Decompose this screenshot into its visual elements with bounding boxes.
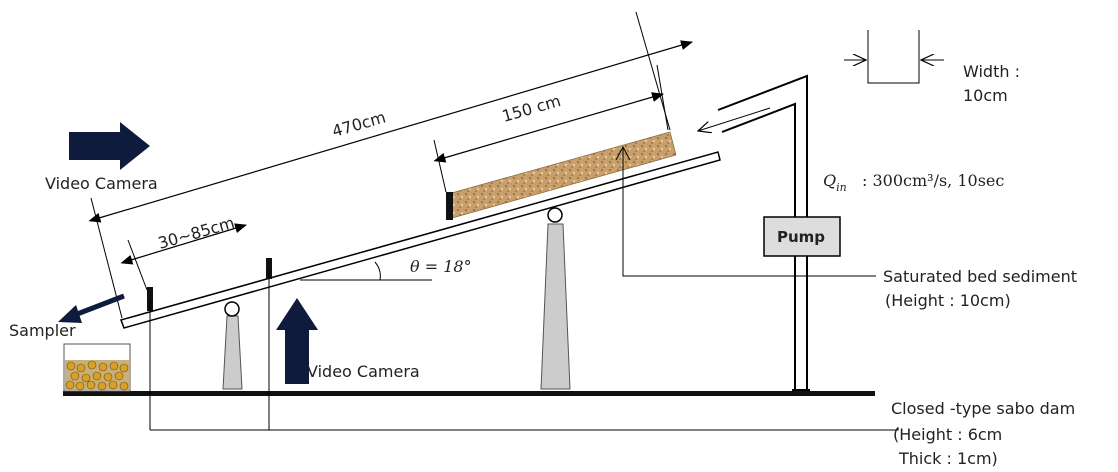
width-label-line2: 10cm: [963, 86, 1008, 105]
inflow-arrow: [698, 107, 771, 131]
ground-base: [63, 391, 875, 396]
sabo-dam-downstream: [147, 287, 153, 311]
sabo-dam-label-line2: (Height : 6cm: [893, 425, 1002, 444]
sediment-label-line1: Saturated bed sediment: [883, 267, 1077, 286]
dim-30-85-arrow: [120, 223, 247, 265]
width-label-line1: Width :: [963, 62, 1020, 81]
sampler-container: [63, 343, 131, 392]
left-support: [222, 301, 243, 390]
pump-pipe: [717, 74, 810, 391]
dim-470-label: 470cm: [330, 107, 388, 140]
pump-box: [763, 216, 841, 257]
angle-label: θ = 18°: [410, 257, 472, 276]
q-subscript: in: [836, 181, 847, 194]
video-camera-top-arrow: [69, 122, 150, 170]
sabo-dam-label-line1: Closed -type sabo dam: [891, 399, 1075, 418]
inclined-flume: [120, 151, 721, 329]
sediment-label-line2: (Height : 10cm): [885, 291, 1011, 310]
sabo-dam-upstream: [446, 192, 453, 220]
video-camera-top-label: Video Camera: [45, 174, 158, 193]
video-camera-bottom-label: Video Camera: [307, 362, 420, 381]
video-camera-bottom-arrow: [276, 298, 318, 384]
sabo-dam-mid: [266, 258, 272, 279]
dim-150-ext-right: [656, 64, 669, 131]
pump-label: Pump: [777, 228, 825, 246]
dim-30-85-label: 30~85cm: [156, 213, 237, 253]
sampler-arrow: [58, 293, 125, 323]
q-letter: Q: [823, 171, 836, 190]
sediment-leader-arrowhead: [615, 145, 631, 161]
dim-150-arrow: [433, 92, 664, 163]
q-in-value: : 300cm³/s, 10sec: [862, 171, 1004, 190]
sabo-dam-leader: [150, 427, 899, 431]
sediment-leader: [622, 148, 876, 277]
width-indicator: [844, 30, 944, 84]
sampler-label: Sampler: [9, 321, 76, 340]
q-in-symbol: Qin: [823, 171, 847, 194]
dim-150-ext-left: [433, 139, 447, 193]
sabo-dam-label-line3: Thick : 1cm): [898, 449, 998, 468]
dim-30-85-ext-left: [127, 239, 148, 291]
right-support: [540, 207, 571, 390]
dim-470-arrow: [88, 40, 693, 223]
angle-arc: [374, 261, 381, 281]
